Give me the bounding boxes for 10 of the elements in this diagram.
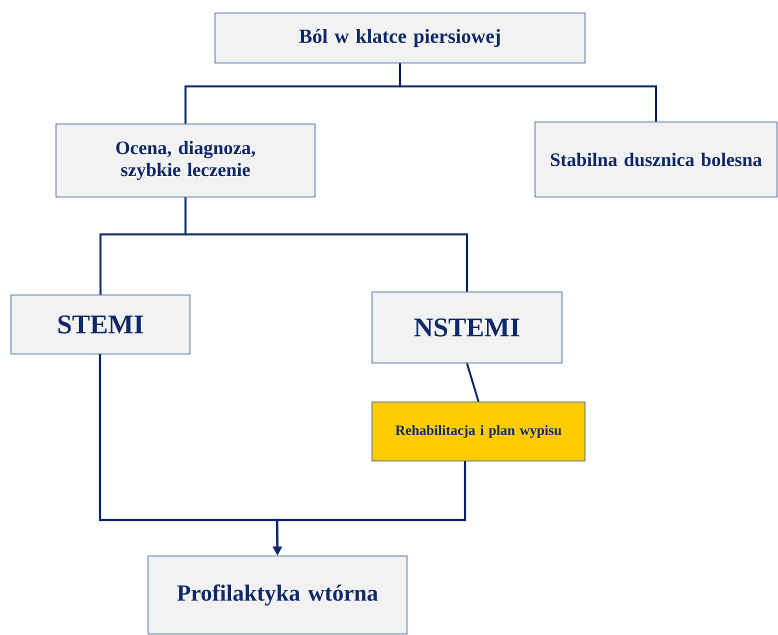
process-box: Stabilna dusznica bolesna bbox=[534, 122, 778, 198]
process-box: Ocena, diagnoza, szybkie leczenie bbox=[56, 124, 316, 198]
connector bbox=[399, 63, 657, 122]
process-box: NSTEMI bbox=[372, 292, 562, 364]
process-box: Rehabilitacja i plan wypisu bbox=[372, 402, 586, 462]
process-box: Profilaktyka wtórna bbox=[148, 556, 408, 634]
connector bbox=[184, 197, 468, 292]
process-box: STEMI bbox=[10, 294, 190, 354]
process-box: Ból w klatce piersiowej bbox=[214, 12, 586, 64]
connector bbox=[466, 363, 480, 402]
